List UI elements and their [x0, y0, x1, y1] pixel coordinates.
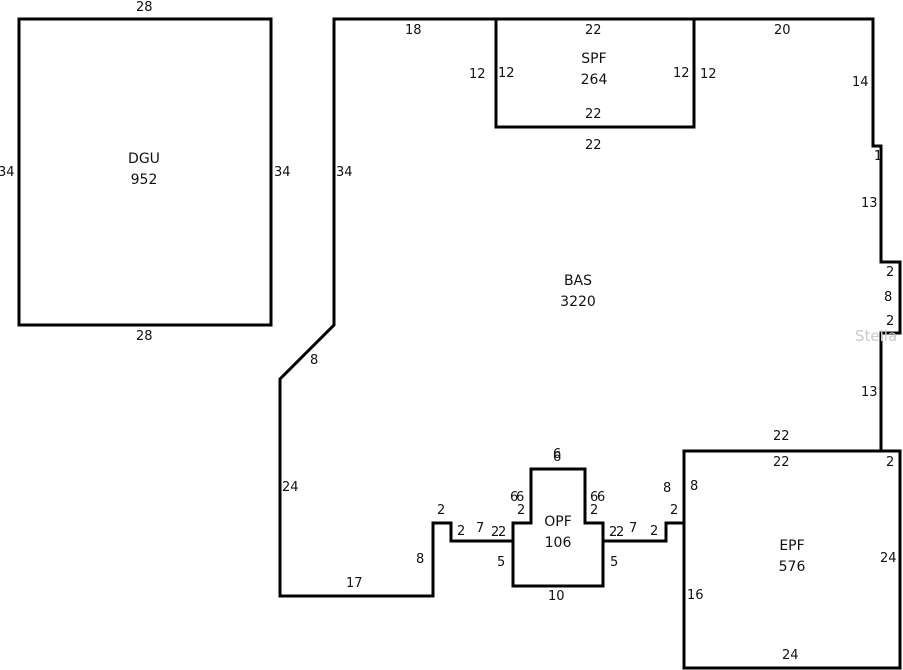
dim-label: 7 [476, 521, 484, 536]
dim-label: 24 [282, 480, 299, 495]
dim-label: 2 [886, 455, 894, 470]
spf-area-name: SPF [581, 51, 606, 67]
dim-label: 22 [773, 455, 790, 470]
dim-label: 6 [553, 450, 561, 465]
dim-label: 2 [609, 525, 617, 540]
dim-label: 8 [416, 552, 424, 567]
dim-label: 6 [510, 490, 518, 505]
dim-label: 22 [585, 23, 602, 38]
dim-label: 28 [136, 329, 153, 344]
dim-label: 12 [498, 66, 515, 81]
dgu-outline [17, 17, 273, 327]
dim-label: 2 [650, 524, 658, 539]
dim-label: 16 [687, 588, 704, 603]
dim-label: 17 [346, 576, 363, 591]
dim-label: 34 [336, 165, 353, 180]
dim-label: 22 [773, 429, 790, 444]
opf-outline [511, 541, 605, 588]
bas-area-value: 3220 [560, 294, 596, 310]
dim-label: 2 [886, 265, 894, 280]
dim-label: 6 [516, 490, 524, 505]
epf-outline [682, 449, 902, 670]
dim-label: 5 [610, 555, 618, 570]
opf-area-name: OPF [544, 514, 572, 530]
opf-area-value: 106 [545, 535, 572, 551]
dim-label: 2 [886, 314, 894, 329]
dgu-area-value: 952 [131, 172, 158, 188]
epf-area-name: EPF [779, 538, 804, 554]
dim-label: 24 [880, 551, 897, 566]
dim-label: 14 [852, 75, 869, 90]
dim-label: 34 [274, 165, 291, 180]
dim-label: 2 [491, 525, 499, 540]
dim-label: 12 [673, 66, 690, 81]
dim-label: 2 [590, 503, 598, 518]
watermark-text: Stella [855, 327, 897, 345]
dim-label: 10 [548, 589, 565, 604]
dim-label: 6 [597, 490, 605, 505]
dim-label: 8 [663, 481, 671, 496]
dim-label: 2 [670, 503, 678, 518]
dim-label: 5 [497, 555, 505, 570]
dim-label: 2 [437, 503, 445, 518]
dim-label: 2 [616, 525, 624, 540]
dim-label: 8 [690, 479, 698, 494]
dim-label: 20 [774, 23, 791, 38]
dim-label: 24 [782, 648, 799, 663]
dim-label: 34 [0, 165, 15, 180]
dim-label: 6 [590, 490, 598, 505]
dim-label: 28 [136, 0, 153, 15]
spf-outline [494, 19, 696, 129]
dim-label: 22 [585, 107, 602, 122]
dim-label: 12 [700, 67, 717, 82]
dim-label: 2 [517, 503, 525, 518]
dim-label: 13 [861, 385, 878, 400]
dim-label: 7 [629, 521, 637, 536]
dim-label: 6 [553, 447, 561, 462]
dim-label: 13 [861, 196, 878, 211]
dim-label: 2 [457, 524, 465, 539]
bas-area-name: BAS [564, 273, 592, 289]
dim-label: 8 [884, 290, 892, 305]
epf-area-value: 576 [779, 559, 806, 575]
dim-label: 8 [310, 353, 318, 368]
spf-area-value: 264 [581, 72, 608, 88]
dgu-area-name: DGU [128, 151, 160, 167]
bas-outline [278, 17, 902, 598]
dim-label: 22 [585, 138, 602, 153]
dim-label: 1 [874, 149, 882, 164]
dim-label: 2 [498, 525, 506, 540]
dim-label: 18 [405, 23, 422, 38]
dim-label: 12 [469, 67, 486, 82]
